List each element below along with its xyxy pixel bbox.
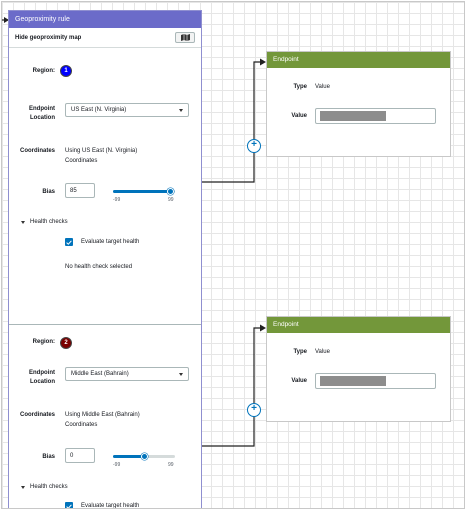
- add-endpoint-button-1[interactable]: +: [247, 139, 261, 153]
- health-check-status-1: No health check selected: [65, 264, 133, 270]
- region-2-badge: 2: [60, 337, 72, 349]
- endpoint-location-value-1: US East (N. Virginia): [71, 107, 127, 113]
- bias-slider-1[interactable]: [113, 190, 175, 193]
- endpoint-value-redacted-2: [320, 376, 386, 386]
- map-toolbar: Hide geoproximity map: [9, 28, 201, 48]
- endpoint-location-select-2[interactable]: Middle East (Bahrain): [65, 367, 189, 381]
- bias-min-2: -99: [113, 462, 121, 468]
- endpoint-location-select-1[interactable]: US East (N. Virginia): [65, 103, 189, 117]
- region-1-badge: 1: [60, 65, 72, 77]
- bias-label-2: Bias: [42, 454, 55, 460]
- toggle-map-button[interactable]: [175, 32, 195, 43]
- coordinates-label-1: Coordinates: [19, 148, 55, 154]
- endpoint-type-value-2: Value: [315, 349, 330, 355]
- bias-max-2: 99: [168, 462, 174, 468]
- evaluate-target-health-checkbox-2[interactable]: Evaluate target health: [65, 502, 139, 508]
- bias-min-1: -99: [113, 197, 121, 203]
- health-checks-toggle-2[interactable]: Health checks: [21, 484, 68, 490]
- health-checks-toggle-1[interactable]: Health checks: [21, 219, 68, 225]
- region-2-label: Region:: [32, 339, 55, 345]
- hide-map-label: Hide geoproximity map: [15, 34, 82, 41]
- chevron-down-icon: [179, 108, 183, 112]
- endpoint-type-label-2: Type: [293, 349, 307, 355]
- panel-title: Geoproximity rule: [9, 11, 201, 28]
- endpoint-location-label-1: Endpoint Location: [29, 106, 55, 121]
- endpoint-title-1: Endpoint: [267, 52, 450, 68]
- endpoint-value-input-2[interactable]: [315, 373, 436, 389]
- bias-slider-thumb-2[interactable]: [140, 453, 148, 460]
- evaluate-target-health-checkbox-1[interactable]: Evaluate target health: [65, 238, 139, 246]
- region-2-section: Region: 2 Endpoint Location Middle East …: [9, 324, 201, 508]
- bias-slider-fill-2: [113, 455, 144, 458]
- entry-arrowhead: [4, 17, 9, 23]
- endpoint-value-input-1[interactable]: [315, 108, 436, 124]
- coordinates-value-1: Using US East (N. Virginia) Coordinates: [65, 148, 138, 164]
- add-endpoint-button-2[interactable]: +: [247, 403, 261, 417]
- connector-region-1: [202, 61, 264, 183]
- endpoint-value-label-1: Value: [291, 113, 307, 119]
- region-1-label: Region:: [32, 68, 55, 74]
- endpoint-type-value-1: Value: [315, 84, 330, 90]
- endpoint-location-label-2: Endpoint Location: [29, 370, 55, 385]
- endpoint-location-value-2: Middle East (Bahrain): [71, 371, 129, 377]
- endpoint-title-2: Endpoint: [267, 317, 450, 333]
- endpoint-value-redacted-1: [320, 111, 386, 121]
- map-icon: [180, 34, 190, 41]
- endpoint-type-label-1: Type: [293, 84, 307, 90]
- geoproximity-panel: Geoproximity rule Hide geoproximity map …: [8, 10, 202, 508]
- bias-slider-thumb-1[interactable]: [167, 188, 175, 195]
- checkmark-icon: [65, 502, 73, 508]
- connector-region-2: [202, 327, 264, 447]
- bias-input-1[interactable]: 85: [65, 183, 95, 198]
- bias-label-1: Bias: [42, 189, 55, 195]
- coordinates-value-2: Using Middle East (Bahrain) Coordinates: [65, 412, 140, 428]
- endpoint-card-1: Endpoint Type Value Value: [266, 51, 451, 157]
- caret-down-icon: [21, 485, 25, 489]
- caret-down-icon: [21, 220, 25, 224]
- connector-1-arrowhead: [260, 58, 266, 66]
- bias-slider-fill-1: [113, 190, 171, 193]
- coordinates-label-2: Coordinates: [19, 412, 55, 418]
- bias-input-2[interactable]: 0: [65, 448, 95, 463]
- endpoint-card-2: Endpoint Type Value Value: [266, 316, 451, 422]
- checkmark-icon: [65, 238, 73, 246]
- connector-2-arrowhead: [260, 324, 266, 332]
- bias-max-1: 99: [168, 197, 174, 203]
- endpoint-value-label-2: Value: [291, 378, 307, 384]
- chevron-down-icon: [179, 372, 183, 376]
